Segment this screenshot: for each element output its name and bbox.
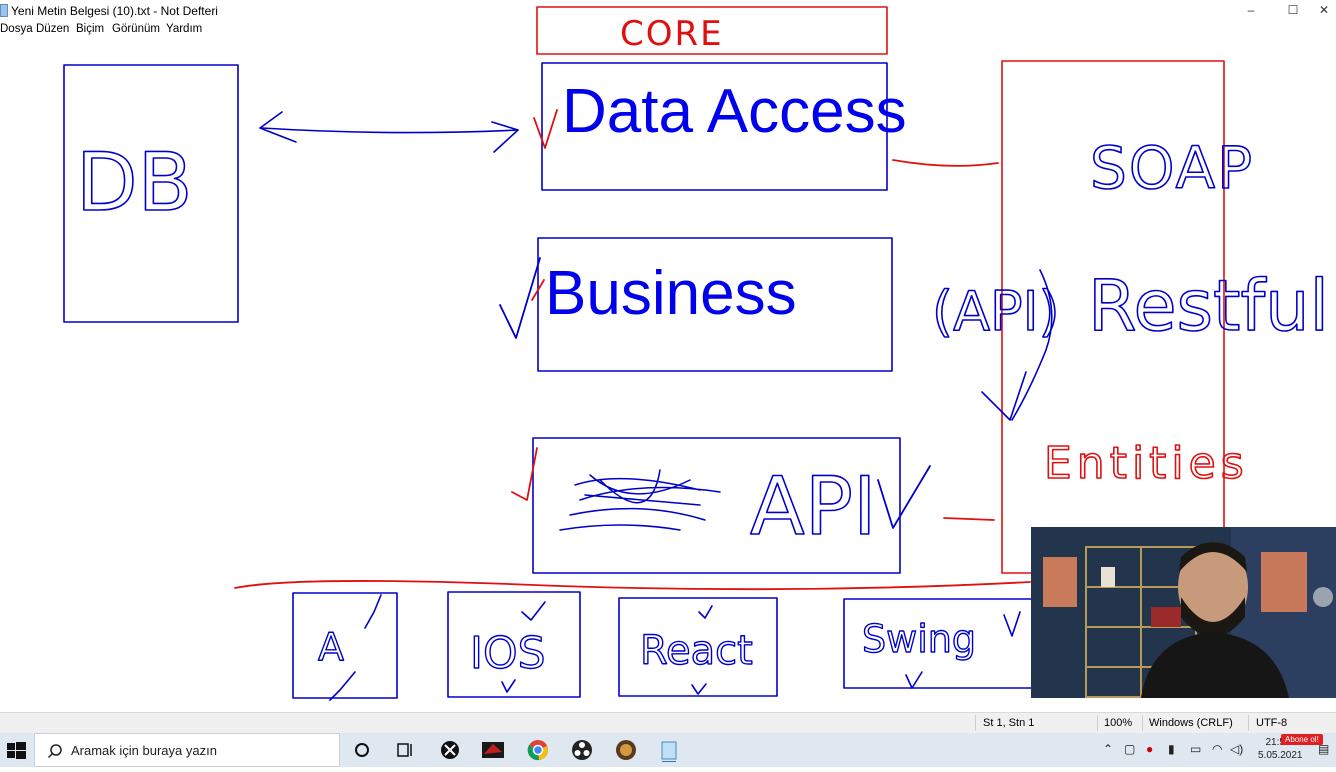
task-view-icon[interactable]	[393, 738, 417, 762]
title-bar: Yeni Metin Belgesi (10).txt - Not Defter…	[0, 0, 1336, 22]
drawing-layer: CORE DB SOAP (API) Restful Entities API …	[63, 6, 1330, 701]
taskbar: Aramak için buraya yazın ⌃ ▢ ● ▮ ▭ ◠ ◁) …	[0, 733, 1336, 767]
close-button[interactable]: ✕	[1318, 3, 1330, 17]
minimize-button[interactable]: –	[1247, 3, 1255, 17]
entities-label: Entities	[1044, 438, 1249, 489]
data-access-box	[541, 62, 888, 191]
core-label: CORE	[620, 14, 724, 54]
clock-date: 5.05.2021	[1258, 750, 1303, 761]
notifications-icon[interactable]: ▤	[1318, 742, 1330, 756]
react-box	[618, 597, 778, 697]
wifi-icon[interactable]: ◠	[1212, 742, 1223, 756]
clock[interactable]: 21:56 5.05.2021	[1258, 736, 1303, 762]
zoom-level: 100%	[1104, 717, 1133, 729]
webcam-overlay	[1031, 527, 1336, 698]
maximize-button[interactable]: ☐	[1287, 3, 1299, 17]
clock-time: 21:56	[1265, 737, 1291, 748]
app-icon-red[interactable]	[481, 738, 505, 762]
menu-view[interactable]: Görünüm	[112, 23, 160, 35]
api-box	[532, 437, 901, 574]
chevron-up-icon[interactable]: ⌃	[1103, 742, 1114, 756]
microphone-icon[interactable]: ▮	[1168, 742, 1175, 756]
xbox-icon[interactable]	[438, 738, 462, 762]
text-editor-area[interactable]: CORE DB SOAP (API) Restful Entities API …	[0, 6, 1336, 712]
subscribe-badge[interactable]: Abone ol!	[1281, 734, 1323, 745]
restful-label: Restful	[1088, 265, 1329, 347]
encoding: UTF-8	[1256, 717, 1288, 729]
menu-edit[interactable]: Düzen	[36, 23, 70, 35]
db-label: DB	[76, 136, 192, 229]
line-ending: Windows (CRLF)	[1149, 717, 1233, 729]
android-label: A	[318, 625, 344, 669]
notepad-taskbar-icon[interactable]	[657, 738, 681, 763]
taskbar-search[interactable]: Aramak için buraya yazın	[34, 733, 340, 767]
android-box	[292, 592, 398, 699]
ios-box	[447, 591, 581, 698]
react-label: React	[640, 628, 753, 674]
volume-icon[interactable]: ◁)	[1230, 742, 1244, 756]
ios-label: IOS	[470, 628, 546, 679]
menu-help[interactable]: Yardım	[166, 23, 203, 35]
core-box	[536, 6, 888, 55]
db-box	[63, 64, 239, 323]
business-box	[537, 237, 893, 372]
game-icon[interactable]	[614, 738, 638, 762]
chrome-icon[interactable]	[526, 738, 550, 762]
api-paren-label: (API)	[932, 280, 1060, 343]
search-icon	[47, 744, 62, 759]
obs-icon[interactable]	[570, 738, 594, 762]
swing-label: Swing	[862, 617, 976, 661]
menu-bar: Dosya Düzen Biçim Görünüm Yardım	[0, 22, 1336, 40]
data-access-text: Data Access	[562, 77, 907, 146]
cortana-icon[interactable]	[350, 738, 374, 762]
search-placeholder: Aramak için buraya yazın	[71, 743, 217, 758]
menu-file[interactable]: Dosya	[0, 23, 33, 35]
windows-icon	[7, 742, 26, 759]
battery-icon[interactable]: ▭	[1190, 742, 1202, 756]
start-button[interactable]	[0, 733, 34, 767]
window-title: Yeni Metin Belgesi (10).txt - Not Defter…	[11, 4, 218, 18]
api-label: API	[750, 460, 877, 553]
menu-format[interactable]: Biçim	[76, 23, 105, 35]
notepad-icon	[0, 4, 8, 17]
status-bar: St 1, Stn 1 100% Windows (CRLF) UTF-8	[0, 712, 1336, 734]
tray-app-icon[interactable]: ▢	[1124, 742, 1136, 756]
cursor-position: St 1, Stn 1	[983, 717, 1035, 729]
tray-record-icon[interactable]: ●	[1146, 742, 1154, 756]
business-text: Business	[545, 259, 797, 328]
soap-label: SOAP	[1090, 134, 1254, 202]
